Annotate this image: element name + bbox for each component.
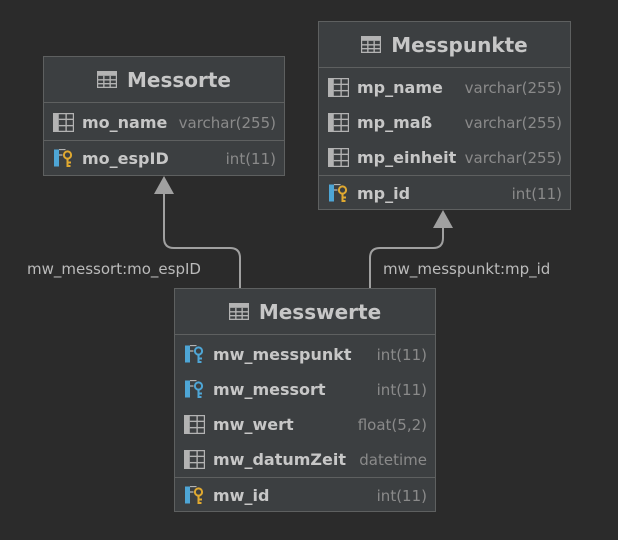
column-row[interactable]: mw_messpunkt int(11) xyxy=(175,337,435,372)
column-name: mp_maß xyxy=(357,113,433,132)
table-title: Messwerte xyxy=(258,299,382,324)
table-messwerte[interactable]: Messwerte mw_messpunkt int(11) mw_messor… xyxy=(174,288,436,512)
column-row[interactable]: mw_datumZeit datetime xyxy=(175,442,435,477)
column-row[interactable]: mp_einheit varchar(255) xyxy=(319,140,570,175)
table-icon xyxy=(361,36,382,53)
column-row[interactable]: mp_maß varchar(255) xyxy=(319,105,570,140)
column-type: int(11) xyxy=(376,345,427,364)
arrow-head-icon xyxy=(154,176,174,194)
primary-key-icon xyxy=(183,486,205,506)
column-row[interactable]: mp_name varchar(255) xyxy=(319,70,570,105)
column-icon xyxy=(327,78,349,98)
relation-label-messpunkt: mw_messpunkt:mp_id xyxy=(383,260,551,278)
column-row[interactable]: mp_id int(11) xyxy=(319,176,570,211)
table-messpunkte[interactable]: Messpunkte mp_name varchar(255) mp_maß v… xyxy=(318,21,571,210)
column-name: mp_id xyxy=(357,184,411,203)
column-row[interactable]: mo_name varchar(255) xyxy=(44,105,284,140)
table-header[interactable]: Messorte xyxy=(44,57,284,103)
table-icon xyxy=(228,303,249,320)
column-name: mw_messpunkt xyxy=(213,345,352,364)
column-name: mo_name xyxy=(82,113,168,132)
foreign-key-icon xyxy=(183,345,205,365)
column-name: mp_name xyxy=(357,78,443,97)
column-type: varchar(255) xyxy=(464,78,562,97)
column-name: mo_espID xyxy=(82,149,169,168)
table-title: Messpunkte xyxy=(391,32,528,57)
column-name: mw_wert xyxy=(213,415,294,434)
table-header[interactable]: Messpunkte xyxy=(319,22,570,68)
column-name: mw_id xyxy=(213,486,270,505)
column-type: float(5,2) xyxy=(357,415,427,434)
column-type: varchar(255) xyxy=(464,113,562,132)
relation-label-messort: mw_messort:mo_espID xyxy=(27,260,201,278)
primary-key-icon xyxy=(52,149,74,169)
column-type: int(11) xyxy=(225,149,276,168)
column-type: datetime xyxy=(359,450,427,469)
column-row[interactable]: mw_messort int(11) xyxy=(175,372,435,407)
table-title: Messorte xyxy=(126,67,231,92)
column-icon xyxy=(52,113,74,133)
relation-edge-messpunkte xyxy=(369,226,444,288)
column-icon xyxy=(327,113,349,133)
arrow-head-icon xyxy=(433,210,453,228)
column-icon xyxy=(183,450,205,470)
column-type: int(11) xyxy=(511,184,562,203)
foreign-key-icon xyxy=(183,380,205,400)
column-name: mp_einheit xyxy=(357,148,457,167)
column-row[interactable]: mo_espID int(11) xyxy=(44,141,284,176)
column-type: int(11) xyxy=(376,380,427,399)
column-type: varchar(255) xyxy=(178,113,276,132)
column-icon xyxy=(183,415,205,435)
column-name: mw_datumZeit xyxy=(213,450,346,469)
column-type: int(11) xyxy=(376,486,427,505)
column-row[interactable]: mw_wert float(5,2) xyxy=(175,407,435,442)
column-icon xyxy=(327,148,349,168)
table-header[interactable]: Messwerte xyxy=(175,289,435,335)
primary-key-icon xyxy=(327,184,349,204)
table-icon xyxy=(96,71,117,88)
relation-edge-messorte xyxy=(163,192,241,288)
column-row[interactable]: mw_id int(11) xyxy=(175,478,435,513)
column-name: mw_messort xyxy=(213,380,326,399)
table-messorte[interactable]: Messorte mo_name varchar(255) mo_espID i… xyxy=(43,56,285,176)
column-type: varchar(255) xyxy=(464,148,562,167)
